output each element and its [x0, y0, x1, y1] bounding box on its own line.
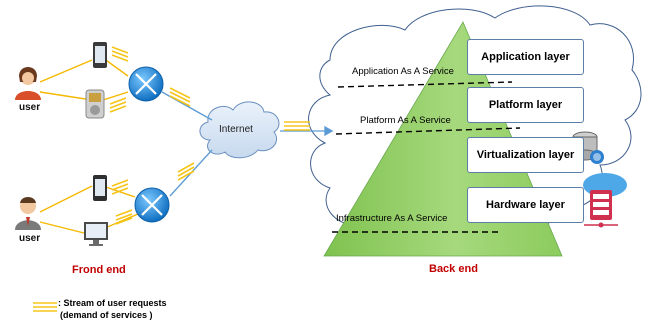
hardware-icon — [583, 173, 627, 228]
ipod-icon — [85, 89, 105, 119]
layer-virtualization: Virtualization layer — [467, 137, 584, 173]
service-label-infrastructure: Infrastructure As A Service — [336, 213, 448, 224]
front-end-label: Frond end — [72, 264, 126, 276]
legend-line-1: : Stream of user requests — [58, 298, 167, 308]
legend-stream-mark — [33, 302, 57, 312]
service-label-application: Application As A Service — [352, 66, 454, 77]
user-label-top: user — [19, 102, 41, 113]
legend-line-2: (demand of services ) — [60, 310, 153, 320]
internet-label: Internet — [219, 124, 253, 135]
back-end-label: Back end — [429, 263, 478, 275]
service-label-platform: Platform As A Service — [360, 115, 451, 126]
network-links — [39, 57, 139, 235]
layer-hardware: Hardware layer — [467, 187, 584, 223]
request-streams — [109, 46, 310, 225]
router-icon-bottom — [134, 187, 170, 223]
user-label-bottom: user — [19, 233, 41, 244]
router-icon-top — [128, 66, 164, 102]
phone-icon-top — [93, 42, 107, 68]
layer-application: Application layer — [467, 39, 584, 75]
user-icon-male — [15, 197, 41, 230]
user-icon-female — [15, 67, 41, 100]
internet-cloud — [199, 101, 280, 159]
monitor-icon — [84, 222, 108, 246]
phone-icon-bottom — [93, 175, 107, 201]
layer-platform: Platform layer — [467, 87, 584, 123]
service-divider-1 — [337, 81, 513, 88]
service-divider-2 — [335, 127, 521, 135]
